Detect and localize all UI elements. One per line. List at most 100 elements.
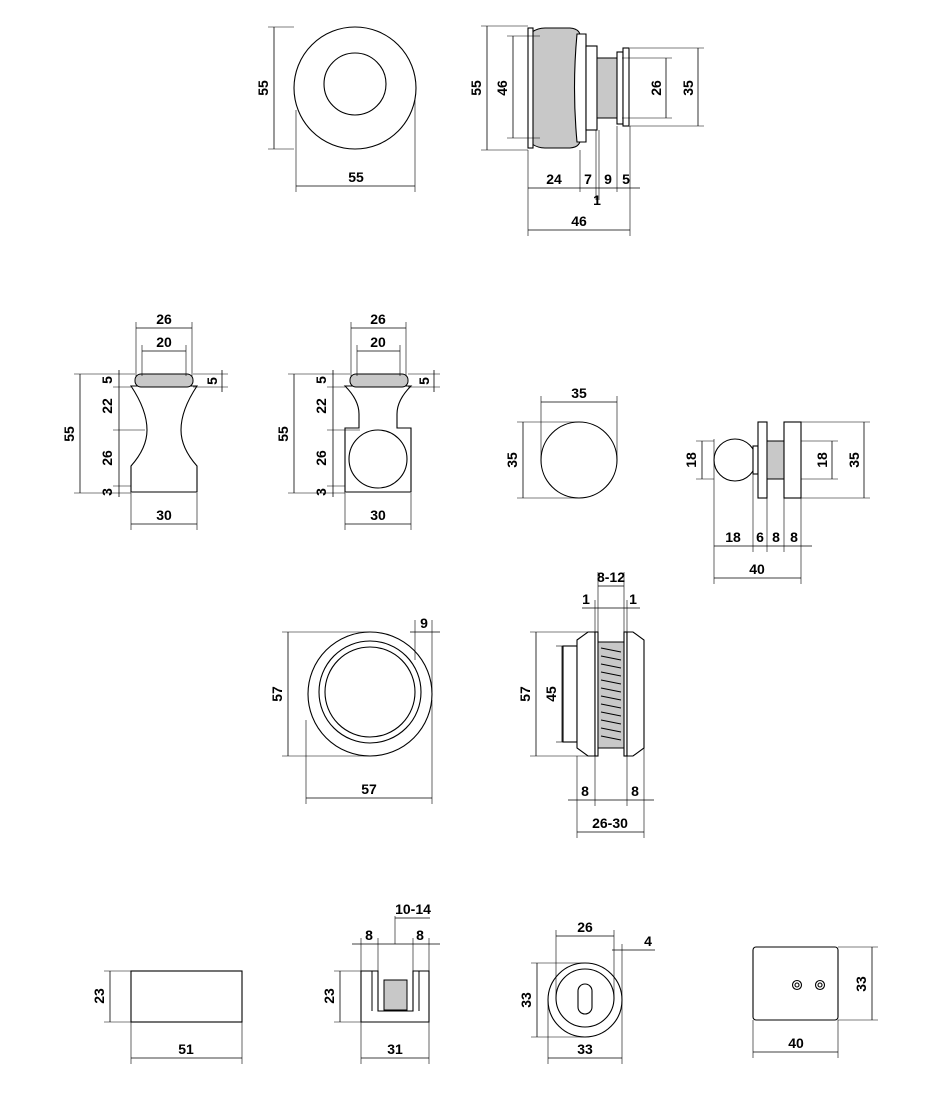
dim-label: 26-30	[592, 815, 628, 831]
knob-flange	[585, 45, 598, 131]
plate-hole-center	[817, 982, 823, 988]
dim-label: 22	[99, 398, 115, 414]
dim-label: 5	[204, 377, 220, 385]
block-body	[130, 970, 243, 1023]
oval-lock-view	[531, 930, 655, 1064]
dim-label: 26	[577, 919, 593, 935]
pull-cap	[134, 373, 194, 388]
dim-label: 20	[370, 334, 386, 350]
pull-body	[129, 385, 199, 493]
dim-label: 18	[814, 452, 830, 468]
dim-label: 24	[546, 171, 562, 187]
knob-base	[622, 47, 630, 127]
dim-label: 18	[725, 529, 741, 545]
dim-label: 55	[61, 426, 77, 442]
ball-circle	[540, 421, 618, 499]
dim-label: 8-12	[597, 569, 625, 585]
dim-label: 6	[756, 529, 764, 545]
dim-label: 9	[420, 615, 428, 631]
dim-label: 51	[178, 1041, 194, 1057]
plate-hole-center	[794, 982, 800, 988]
dim-label: 40	[749, 561, 765, 577]
pull-b-view	[288, 322, 440, 530]
knob-face	[527, 27, 534, 149]
dim-label: 8	[790, 529, 798, 545]
ball-knob	[713, 438, 757, 482]
pull-a-view	[74, 322, 228, 530]
dim-label: 22	[313, 398, 329, 414]
dim-label: 35	[846, 452, 862, 468]
ball-side-view	[696, 421, 870, 584]
clamp-insert	[383, 979, 408, 1011]
block-view	[104, 970, 243, 1064]
dim-label: 55	[468, 80, 484, 96]
dim-label: 23	[91, 988, 107, 1004]
dim-label: 3	[313, 488, 329, 496]
dim-label: 26	[370, 311, 386, 327]
clamp-view	[334, 916, 440, 1064]
ring-left-flange	[576, 631, 596, 757]
dim-label: 9	[604, 171, 612, 187]
dim-label: 1	[582, 591, 590, 607]
dim-label: 8	[365, 927, 373, 943]
dim-label: 8	[772, 529, 780, 545]
knob-side-view	[481, 25, 704, 236]
dim-label: 5	[622, 171, 630, 187]
dim-label: 20	[156, 334, 172, 350]
dim-label: 26	[99, 450, 115, 466]
ring-front-view	[282, 620, 440, 804]
dim-label: 55	[275, 426, 291, 442]
dim-label: 1	[629, 591, 637, 607]
ring-side-view	[530, 572, 654, 838]
knob-body	[531, 27, 581, 149]
dim-label: 26	[156, 311, 172, 327]
dim-label: 55	[255, 80, 271, 96]
dim-label: 8	[416, 927, 424, 943]
ball-stem	[752, 445, 759, 475]
pull-cap	[349, 373, 409, 388]
dim-label: 33	[577, 1041, 593, 1057]
ring-right-flange	[626, 631, 645, 757]
dim-label: 18	[683, 452, 699, 468]
dim-label: 46	[494, 80, 510, 96]
ball-front-view	[517, 396, 618, 499]
ball-plate	[757, 421, 768, 499]
dim-label: 10-14	[395, 901, 431, 917]
dim-label: 26	[313, 450, 329, 466]
dim-label: 30	[156, 507, 172, 523]
dim-label: 1	[593, 192, 601, 208]
knob-collar	[573, 33, 587, 143]
knob-washer	[616, 51, 624, 125]
ball-base	[783, 421, 802, 499]
dim-label: 31	[387, 1041, 403, 1057]
dim-label: 57	[361, 781, 377, 797]
dim-label: 46	[571, 213, 587, 229]
dim-label: 33	[853, 976, 869, 992]
knob-front-view	[268, 26, 417, 192]
ball-spacer	[766, 440, 785, 480]
dim-label: 57	[517, 686, 533, 702]
pull-ring	[348, 429, 408, 489]
knob-inner-circle	[323, 52, 387, 116]
dim-label: 35	[504, 452, 520, 468]
dim-label: 5	[416, 377, 432, 385]
dim-label: 3	[99, 488, 115, 496]
dim-label: 8	[581, 783, 589, 799]
ring-inner	[324, 646, 416, 738]
dim-label: 45	[543, 686, 559, 702]
dim-label: 35	[571, 385, 587, 401]
dim-label: 8	[631, 783, 639, 799]
dim-label: 57	[269, 686, 285, 702]
lock-slot	[577, 983, 593, 1015]
ring-inner-face	[562, 645, 578, 743]
dim-label: 40	[788, 1035, 804, 1051]
plate-view	[752, 946, 878, 1058]
dim-label: 33	[518, 992, 534, 1008]
dim-label: 35	[680, 80, 696, 96]
thread-lines	[600, 647, 622, 741]
dim-label: 7	[584, 171, 592, 187]
dim-label: 5	[99, 376, 115, 384]
dim-label: 55	[348, 169, 364, 185]
dim-label: 4	[644, 933, 652, 949]
